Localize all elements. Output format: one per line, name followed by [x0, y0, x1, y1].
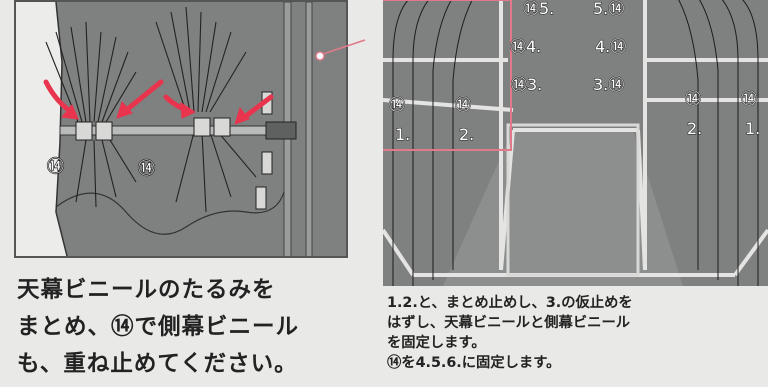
label-num-right-1: 1.: [745, 119, 760, 138]
right-caption-line2: はずし、天幕ビニールと側幕ビニール: [387, 315, 631, 331]
label-clip-center: ⑭: [455, 95, 471, 114]
left-caption-line2: まとめ、⑭で側幕ビニール: [17, 314, 300, 340]
label-clip-left: ⑭: [389, 95, 405, 114]
label-num-right-2: 2.: [687, 119, 702, 138]
left-caption-line3: も、重ね止めてください。: [17, 351, 298, 377]
label-row4-left: ⑭4.: [510, 37, 541, 56]
right-caption-line1: 1.2.と、まとめ止めし、3.の仮止めを: [387, 295, 633, 311]
label-row5-left: ⑭5.: [523, 0, 554, 18]
overview-illustration: ⑭5. 5.⑭ ⑭4. 4.⑭ ⑭3. 3.⑭ ⑭ 1. ⑭ 2. ⑭ ⑭ 2.…: [383, 0, 768, 286]
label-num-1: 1.: [395, 125, 410, 144]
label-num-2: 2.: [459, 125, 474, 144]
detail-drawing: ⑭ ⑭: [16, 2, 313, 256]
left-caption-line1: 天幕ビニールのたるみを: [17, 277, 276, 303]
label-clip-right-2: ⑭: [741, 89, 757, 108]
right-caption-line4: ⑭を4.5.6.に固定します。: [387, 355, 561, 371]
label-row3-left: ⑭3.: [511, 75, 542, 94]
label-row4-right: 4.⑭: [595, 37, 626, 56]
detail-label-right: ⑭: [138, 159, 155, 179]
label-row5-right: 5.⑭: [593, 0, 624, 18]
detail-illustration: ⑭ ⑭: [14, 0, 348, 258]
right-caption-line3: を固定します。: [387, 335, 486, 351]
left-caption: 天幕ビニールのたるみを まとめ、⑭で側幕ビニール も、重ね止めてください。: [17, 272, 357, 383]
detail-label-left: ⑭: [47, 157, 64, 177]
label-row3-right: 3.⑭: [593, 75, 624, 94]
overview-drawing: ⑭5. 5.⑭ ⑭4. 4.⑭ ⑭3. 3.⑭ ⑭ 1. ⑭ 2. ⑭ ⑭ 2.…: [383, 0, 768, 286]
right-caption: 1.2.と、まとめ止めし、3.の仮止めを はずし、天幕ビニールと側幕ビニール を…: [387, 293, 768, 373]
label-clip-right-1: ⑭: [685, 89, 701, 108]
